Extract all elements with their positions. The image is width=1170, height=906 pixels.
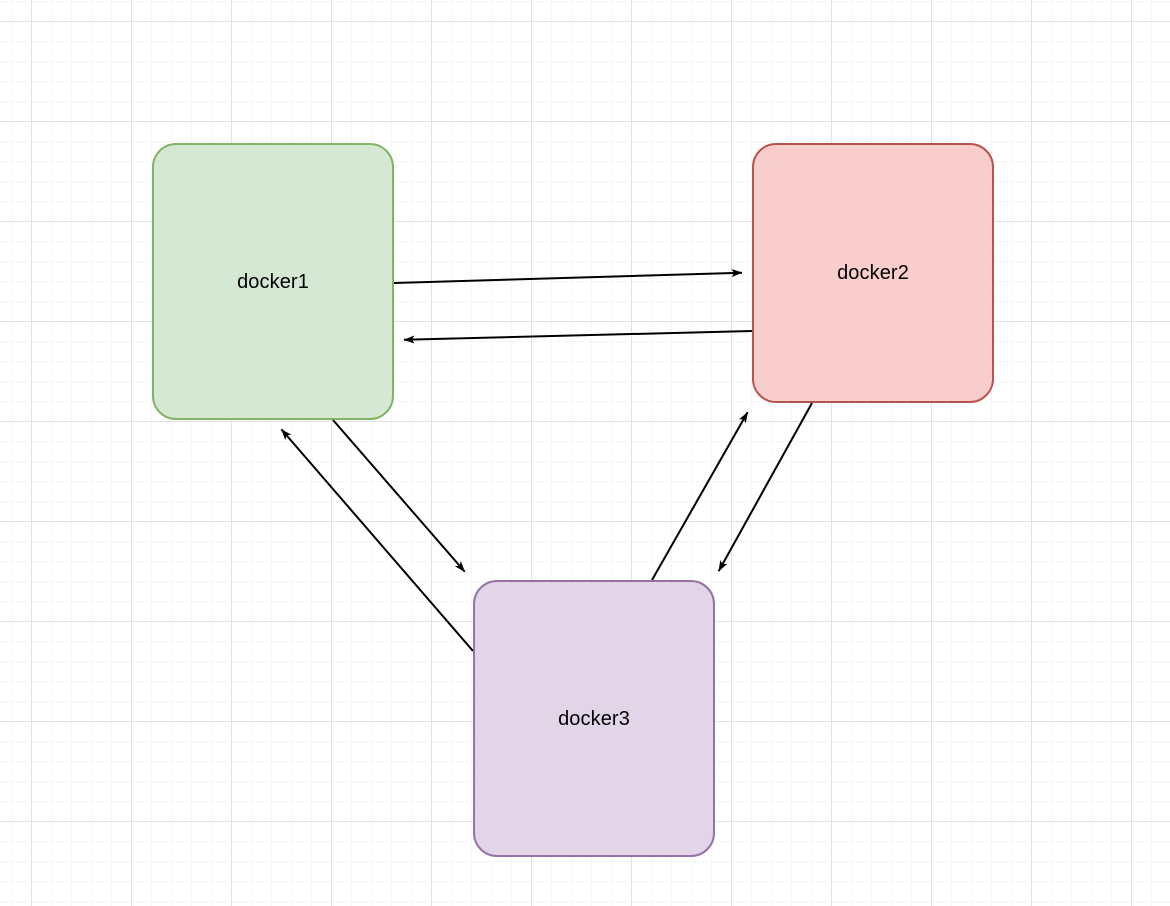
edge-docker1-to-docker3[interactable] — [332, 419, 466, 573]
node-docker1-label: docker1 — [237, 270, 309, 293]
edge-docker2-to-docker1[interactable] — [403, 330, 753, 344]
node-docker1[interactable]: docker1 — [152, 143, 394, 420]
edge-docker2-to-docker3[interactable] — [717, 402, 813, 572]
edge-docker3-to-docker1[interactable] — [280, 428, 474, 652]
node-docker3[interactable]: docker3 — [473, 580, 715, 857]
node-docker3-label: docker3 — [558, 707, 630, 730]
edge-docker1-to-docker2[interactable] — [393, 269, 743, 284]
edge-docker3-to-docker2[interactable] — [651, 411, 749, 581]
node-docker2-label: docker2 — [837, 262, 909, 284]
node-docker2[interactable]: docker2 — [752, 143, 994, 403]
